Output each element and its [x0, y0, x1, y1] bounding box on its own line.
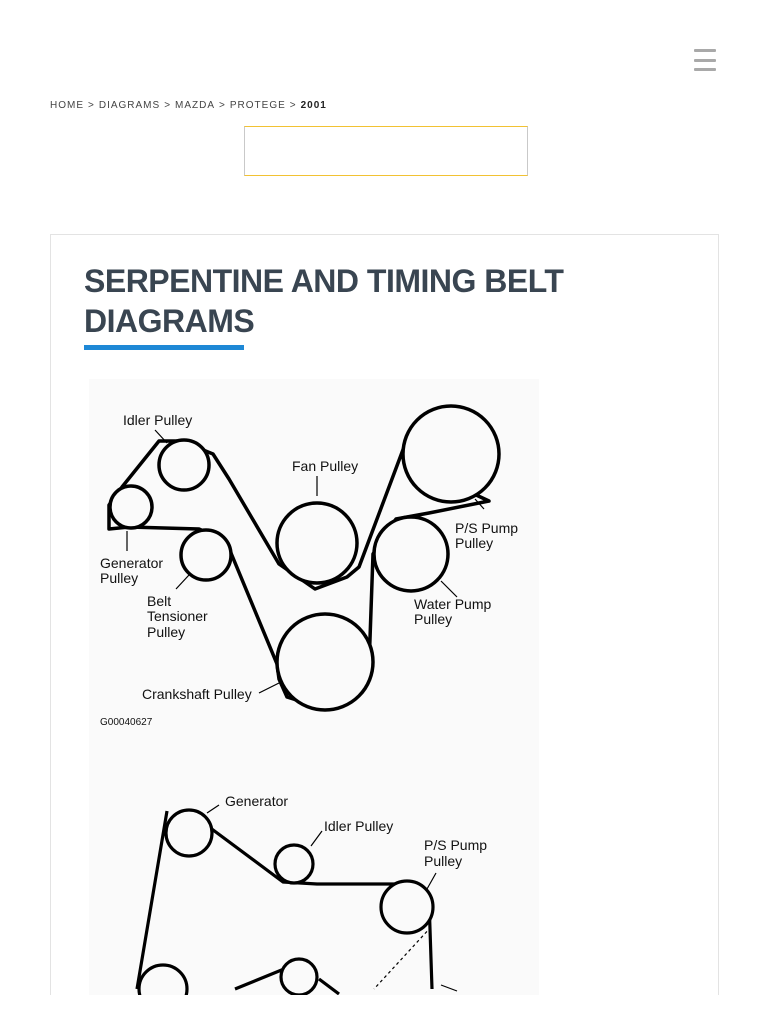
- label-belt-line2: Tensioner: [147, 608, 208, 624]
- water-arrow: [440, 580, 458, 598]
- idler-arrow: [310, 830, 323, 847]
- label-crankshaft-pulley: Crankshaft Pulley: [142, 686, 252, 702]
- label-fan-pulley: Fan Pulley: [292, 458, 358, 474]
- lower-arrow: [440, 984, 458, 992]
- hamburger-menu-icon[interactable]: [694, 49, 716, 71]
- breadcrumb-model-link[interactable]: PROTEGE: [229, 100, 286, 111]
- breadcrumb-home-link[interactable]: HOME: [50, 100, 84, 111]
- title-line-1: SERPENTINE AND TIMING BELT: [84, 263, 564, 299]
- breadcrumb-separator: >: [289, 100, 297, 111]
- label-ps-line2: Pulley: [455, 535, 493, 551]
- label-water-line1: Water Pump: [414, 596, 491, 612]
- diagram-background: [89, 749, 539, 995]
- generator-pulley-shape: [164, 808, 214, 858]
- breadcrumb-diagrams-link[interactable]: DIAGRAMS: [98, 100, 161, 111]
- label-idler-pulley: Idler Pulley: [324, 818, 393, 834]
- idler-pulley-shape: [273, 843, 315, 885]
- label-belt-line3: Pulley: [147, 624, 185, 640]
- label-ps-line1: P/S Pump: [455, 520, 518, 536]
- ps-arrow: [426, 872, 437, 890]
- menu-line: [694, 68, 716, 71]
- title-underline: [84, 345, 244, 350]
- idler-arrow: [154, 429, 168, 444]
- label-idler-pulley: Idler Pulley: [123, 412, 192, 428]
- crankshaft-pulley-shape: [275, 612, 375, 712]
- belt-segment-lower: [234, 967, 340, 995]
- ps-pump-pulley-shape: [379, 879, 435, 935]
- label-ps-line1: P/S Pump: [424, 837, 487, 853]
- menu-line: [694, 49, 716, 52]
- water-pump-pulley-shape: [372, 515, 450, 593]
- breadcrumb-separator: >: [219, 100, 226, 111]
- generator-pulley-shape: [108, 484, 154, 530]
- diagram-code: G00040627: [100, 717, 153, 728]
- fan-pulley-shape: [275, 501, 359, 585]
- article-card: SERPENTINE AND TIMING BELT DIAGRAMS: [50, 234, 719, 995]
- timing-belt-diagram: Generator Idler Pulley P/S Pump Pulley: [89, 749, 539, 995]
- menu-line: [694, 58, 716, 62]
- ps-pump-pulley-shape: [401, 404, 501, 504]
- ps-arrow: [474, 498, 485, 510]
- breadcrumb-make-link[interactable]: MAZDA: [175, 100, 216, 111]
- breadcrumb-separator: >: [164, 100, 172, 111]
- breadcrumb-separator: >: [88, 100, 95, 111]
- breadcrumb: HOME>DIAGRAMS>MAZDA>PROTEGE>2001: [50, 100, 327, 111]
- title-line-2: DIAGRAMS: [84, 303, 255, 339]
- label-ps-line2: Pulley: [424, 853, 462, 869]
- lower-mid-pulley-shape: [279, 957, 319, 995]
- dashed-line: [373, 926, 432, 990]
- tensioner-arrow: [175, 574, 190, 590]
- breadcrumb-current-year: 2001: [300, 100, 327, 111]
- advertisement-banner[interactable]: [244, 126, 528, 176]
- page-title: SERPENTINE AND TIMING BELT DIAGRAMS: [84, 261, 604, 341]
- crank-arrow: [258, 682, 280, 694]
- label-belt-line1: Belt: [147, 593, 171, 609]
- belt-tensioner-pulley-shape: [179, 528, 233, 582]
- serpentine-belt-diagram: Idler Pulley Fan Pulley P/S Pump Pulley …: [89, 379, 539, 749]
- idler-pulley-shape: [157, 438, 211, 492]
- label-generator-line1: Generator: [100, 555, 163, 571]
- label-generator-line2: Pulley: [100, 570, 138, 586]
- label-generator: Generator: [225, 793, 288, 809]
- generator-arrow: [206, 804, 220, 814]
- lower-left-pulley-shape: [137, 963, 189, 995]
- label-water-line2: Pulley: [414, 611, 452, 627]
